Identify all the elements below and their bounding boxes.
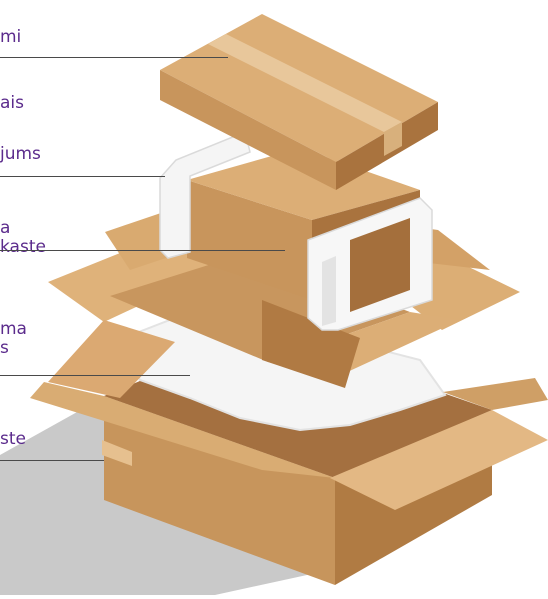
label-foam: jums	[0, 145, 41, 164]
leader-line-outer-box	[0, 460, 104, 461]
leader-line-lid	[0, 57, 228, 58]
label-divider: ais	[0, 94, 24, 113]
label-inner-box: a kaste	[0, 219, 46, 257]
leader-line-inner-box	[0, 250, 285, 251]
leader-line-foam	[0, 176, 165, 177]
leader-line-filler	[0, 375, 190, 376]
label-outer-box: ste	[0, 430, 26, 449]
label-filler: ma s	[0, 320, 27, 358]
label-lid: mi	[0, 28, 21, 47]
foam-slot	[322, 256, 336, 326]
